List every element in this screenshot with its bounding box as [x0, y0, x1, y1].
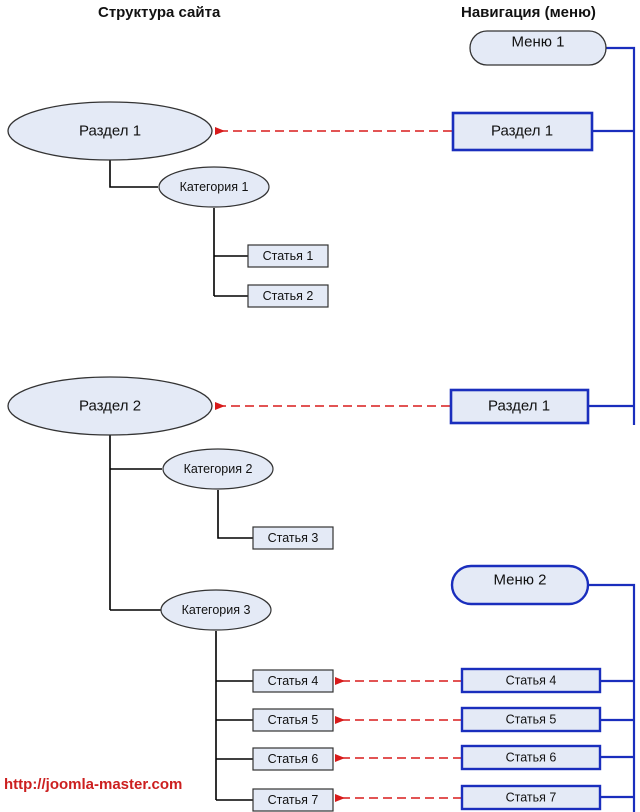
menu-title-label: Меню 2: [493, 572, 546, 589]
connector-category2-article3: [217, 490, 253, 539]
section-node: Раздел 2: [7, 376, 213, 436]
category-node: Категория 2: [162, 448, 274, 490]
category-node-shape: [160, 589, 272, 631]
connector-category3-articles: [215, 631, 253, 801]
article-label: Статья 5: [268, 713, 319, 727]
article-node: Статья 2: [247, 284, 329, 308]
article-node-shape: [252, 747, 334, 771]
menu-item-label: Статья 5: [506, 713, 557, 727]
category-label: Категория 1: [180, 180, 249, 194]
menu-item: Статья 6: [460, 744, 602, 771]
article-node: Статья 6: [252, 747, 334, 771]
menu-item-label: Раздел 1: [491, 123, 553, 140]
category-node-shape: [158, 166, 270, 208]
menu-bus-lines: [588, 46, 636, 812]
menu-title-label: Меню 1: [511, 34, 564, 51]
section-label: Раздел 2: [79, 398, 141, 415]
menu-item-label: Статья 7: [506, 791, 557, 805]
menu2-bus: [588, 583, 636, 812]
site-url-watermark: http://joomla-master.com: [4, 776, 183, 793]
menu-item-label: Раздел 1: [488, 398, 550, 415]
category-node-shape: [162, 448, 274, 490]
article-node: Статья 1: [247, 244, 329, 268]
article-node-shape: [252, 708, 334, 732]
article-node-shape: [247, 284, 329, 308]
menu-item-shape: [460, 784, 602, 811]
menu-item-shape: [460, 667, 602, 694]
menu-item: Статья 4: [460, 667, 602, 694]
section-label: Раздел 1: [79, 123, 141, 140]
connector-section2-categories: [109, 430, 162, 611]
article-label: Статья 2: [263, 289, 314, 303]
article-node-shape: [247, 244, 329, 268]
menu-item: Раздел 1: [449, 388, 590, 425]
article-node-shape: [252, 788, 334, 812]
menu-item-shape: [460, 706, 602, 733]
menu-item: Статья 7: [460, 784, 602, 811]
section-node-shape: [7, 376, 213, 436]
article-label: Статья 1: [263, 249, 314, 263]
article-node: Статья 5: [252, 708, 334, 732]
article-node-shape: [252, 526, 334, 550]
menu-title-shape: [469, 30, 607, 66]
category-label: Категория 3: [182, 603, 251, 617]
article-label: Статья 7: [268, 793, 319, 807]
site-structure-heading: Структура сайта: [98, 4, 221, 21]
article-label: Статья 6: [268, 752, 319, 766]
article-node: Статья 7: [252, 788, 334, 812]
tree-connectors: [109, 160, 253, 801]
menu-item-shape: [460, 744, 602, 771]
menu-item-label: Статья 6: [506, 751, 557, 765]
menu-item-shape: [449, 388, 590, 425]
category-node: Категория 3: [160, 589, 272, 631]
menu-title-node: Меню 1: [469, 30, 607, 66]
section-node: Раздел 1: [7, 101, 213, 161]
menu-title-node: Меню 2: [450, 564, 590, 606]
menu-item: Раздел 1: [451, 111, 594, 152]
connector-section1-category1: [109, 160, 158, 188]
section-node-shape: [7, 101, 213, 161]
menu-item-shape: [451, 111, 594, 152]
navigation-heading: Навигация (меню): [461, 4, 596, 21]
category-label: Категория 2: [184, 462, 253, 476]
connector-category1-articles: [213, 208, 248, 297]
article-label: Статья 3: [268, 531, 319, 545]
menu-item: Статья 5: [460, 706, 602, 733]
mapping-arrows: [215, 127, 462, 802]
article-node: Статья 4: [252, 669, 334, 693]
menu-title-shape: [450, 564, 590, 606]
menu1-bus: [588, 46, 636, 425]
article-node-shape: [252, 669, 334, 693]
article-label: Статья 4: [268, 674, 319, 688]
menu-item-label: Статья 4: [506, 674, 557, 688]
category-node: Категория 1: [158, 166, 270, 208]
article-node: Статья 3: [252, 526, 334, 550]
